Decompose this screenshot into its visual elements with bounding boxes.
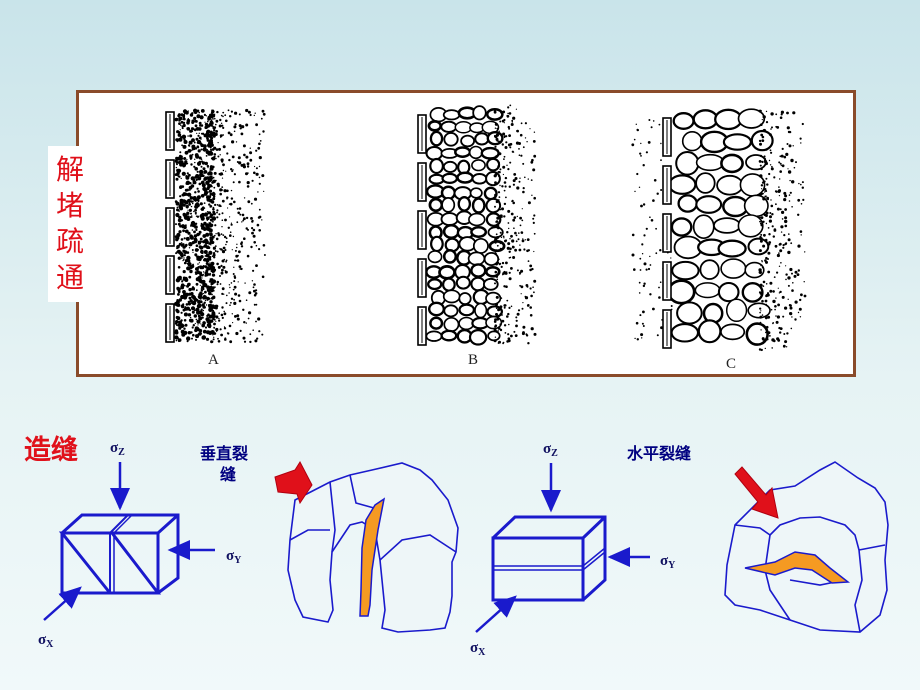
- label-vertical-line1: 垂直裂: [200, 444, 249, 463]
- stress-cube-horizontal: [491, 515, 607, 602]
- sample-c-coarse-packing: [631, 108, 807, 352]
- red-arrow-horizontal: [734, 466, 779, 519]
- side-title-char: 解: [55, 153, 84, 186]
- rock-vertical-fracture: [287, 462, 459, 633]
- label-horizontal-fracture: 水平裂缝: [627, 444, 692, 463]
- horizontal-crack: [744, 551, 851, 584]
- stress-arrows-cube1: [43, 462, 215, 621]
- side-title-char: 通: [55, 261, 84, 294]
- sample-label-a: A: [208, 352, 219, 368]
- sample-b-bridged-packing: [417, 104, 537, 346]
- sigma-z-label-1: σZ: [110, 440, 125, 458]
- side-title-char: 疏: [55, 225, 84, 258]
- sample-label-b: B: [468, 352, 479, 368]
- sigma-x-arrow-1: [43, 586, 82, 621]
- sigma-y-label-1: σY: [226, 548, 242, 566]
- sigma-x-label-2: σX: [470, 640, 486, 658]
- vertical-crack: [359, 497, 386, 617]
- label-vertical-line2: 缝: [220, 465, 237, 484]
- sigma-y-label-2: σY: [660, 553, 676, 571]
- sample-a-fine-packing: [165, 108, 266, 344]
- side-title-unblock: 解 堵 疏 通: [48, 146, 92, 302]
- section-title-fracturing: 造缝: [24, 435, 78, 466]
- stress-arrows-cube2: [475, 463, 650, 633]
- stress-cube-vertical: [58, 513, 180, 595]
- label-vertical-fracture: 垂直裂 缝: [200, 443, 248, 485]
- sample-label-c: C: [726, 356, 737, 372]
- side-title-char: 堵: [55, 189, 84, 222]
- sigma-x-arrow-2: [475, 595, 517, 633]
- sigma-z-label-2: σZ: [543, 441, 558, 459]
- red-arrow-vertical: [274, 460, 313, 505]
- sigma-x-label-1: σX: [38, 632, 54, 650]
